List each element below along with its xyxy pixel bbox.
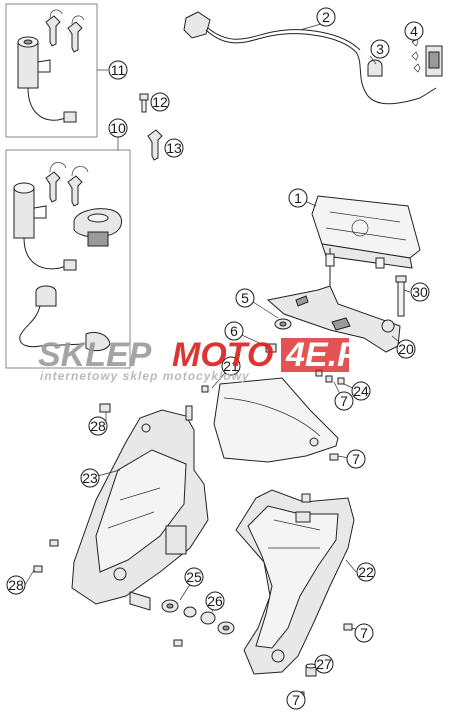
svg-text:22: 22 [358,564,374,580]
ignition-lock-kit-11 [17,9,85,123]
callout-7d[interactable]: 7 [286,690,306,710]
callout-1[interactable]: 1 [288,188,308,208]
svg-text:25: 25 [186,569,202,585]
callout-12[interactable]: 12 [150,92,170,112]
relay-part-4 [411,37,443,77]
svg-text:12: 12 [152,94,168,110]
key-part-13 [147,129,163,161]
windscreen-part-21 [213,377,339,463]
svg-text:6: 6 [230,323,238,339]
shop-watermark: SKLEP MOTO 4E.PL internetowy sklep motoc… [38,336,380,383]
callout-4[interactable]: 4 [404,21,424,41]
svg-text:7: 7 [360,625,368,641]
bushing-part-6 [265,343,277,353]
kit-box-11 [5,3,98,138]
svg-text:7: 7 [340,393,348,409]
instrument-cluster-part-1 [311,195,421,288]
callout-28b[interactable]: 28 [6,575,26,595]
clip-part-3 [367,59,383,77]
watermark-brand-left: SKLEP [38,336,152,374]
svg-text:24: 24 [353,383,369,399]
watermark-brand-mid: MOTO [172,336,273,374]
callout-5[interactable]: 5 [235,288,255,308]
svg-text:7: 7 [292,692,300,708]
wiring-harness [183,11,437,105]
svg-text:4: 4 [410,23,418,39]
svg-text:28: 28 [8,577,24,593]
callout-23[interactable]: 23 [80,468,100,488]
callout-7c[interactable]: 7 [354,623,374,643]
callout-28a[interactable]: 28 [88,416,108,436]
callout-11[interactable]: 11 [108,60,128,80]
svg-text:30: 30 [412,284,428,300]
svg-text:3: 3 [376,41,384,57]
right-fairing-part-22 [235,489,355,675]
callout-6[interactable]: 6 [224,321,244,341]
svg-text:13: 13 [166,140,182,156]
callout-7b[interactable]: 7 [346,449,366,469]
svg-text:2: 2 [322,9,330,25]
callout-20[interactable]: 20 [396,339,416,359]
svg-text:1: 1 [294,190,302,206]
callout-3[interactable]: 3 [370,39,390,59]
callout-21[interactable]: 21 [221,356,241,376]
callout-24[interactable]: 24 [351,381,371,401]
svg-text:20: 20 [398,341,414,357]
callout-7a[interactable]: 7 [334,391,354,411]
screw-part-12 [139,93,149,113]
screw-set-7 [201,369,345,461]
left-fairing-part-23 [71,403,209,611]
callout-22[interactable]: 22 [356,562,376,582]
callout-30[interactable]: 30 [410,282,430,302]
watermark-tagline: internetowy sklep motocyklowy [40,369,250,383]
grommet-part-25 [161,599,197,618]
kit-box-10 [5,149,131,369]
svg-text:11: 11 [111,62,126,78]
svg-text:5: 5 [241,290,249,306]
callout-13[interactable]: 13 [164,138,184,158]
watermark-highlight-box [281,338,349,372]
grommet-part-26 [200,611,235,635]
svg-text:27: 27 [316,656,332,672]
callout-2[interactable]: 2 [316,7,336,27]
svg-text:23: 23 [82,470,98,486]
callout-10[interactable]: 10 [108,118,128,138]
watermark-brand-right: 4E.PL [285,336,380,374]
svg-text:28: 28 [90,418,106,434]
svg-text:10: 10 [110,120,126,136]
callout-25[interactable]: 25 [184,567,204,587]
callout-27[interactable]: 27 [314,654,334,674]
cluster-bracket-part-20 [266,275,407,353]
svg-text:21: 21 [223,358,239,374]
ignition-lock-kit-10 [13,162,122,352]
callout-26[interactable]: 26 [205,591,225,611]
svg-text:26: 26 [207,593,223,609]
svg-text:7: 7 [352,451,360,467]
rubber-grommet-part-5 [274,318,292,330]
spacer-part-27 [305,663,317,677]
